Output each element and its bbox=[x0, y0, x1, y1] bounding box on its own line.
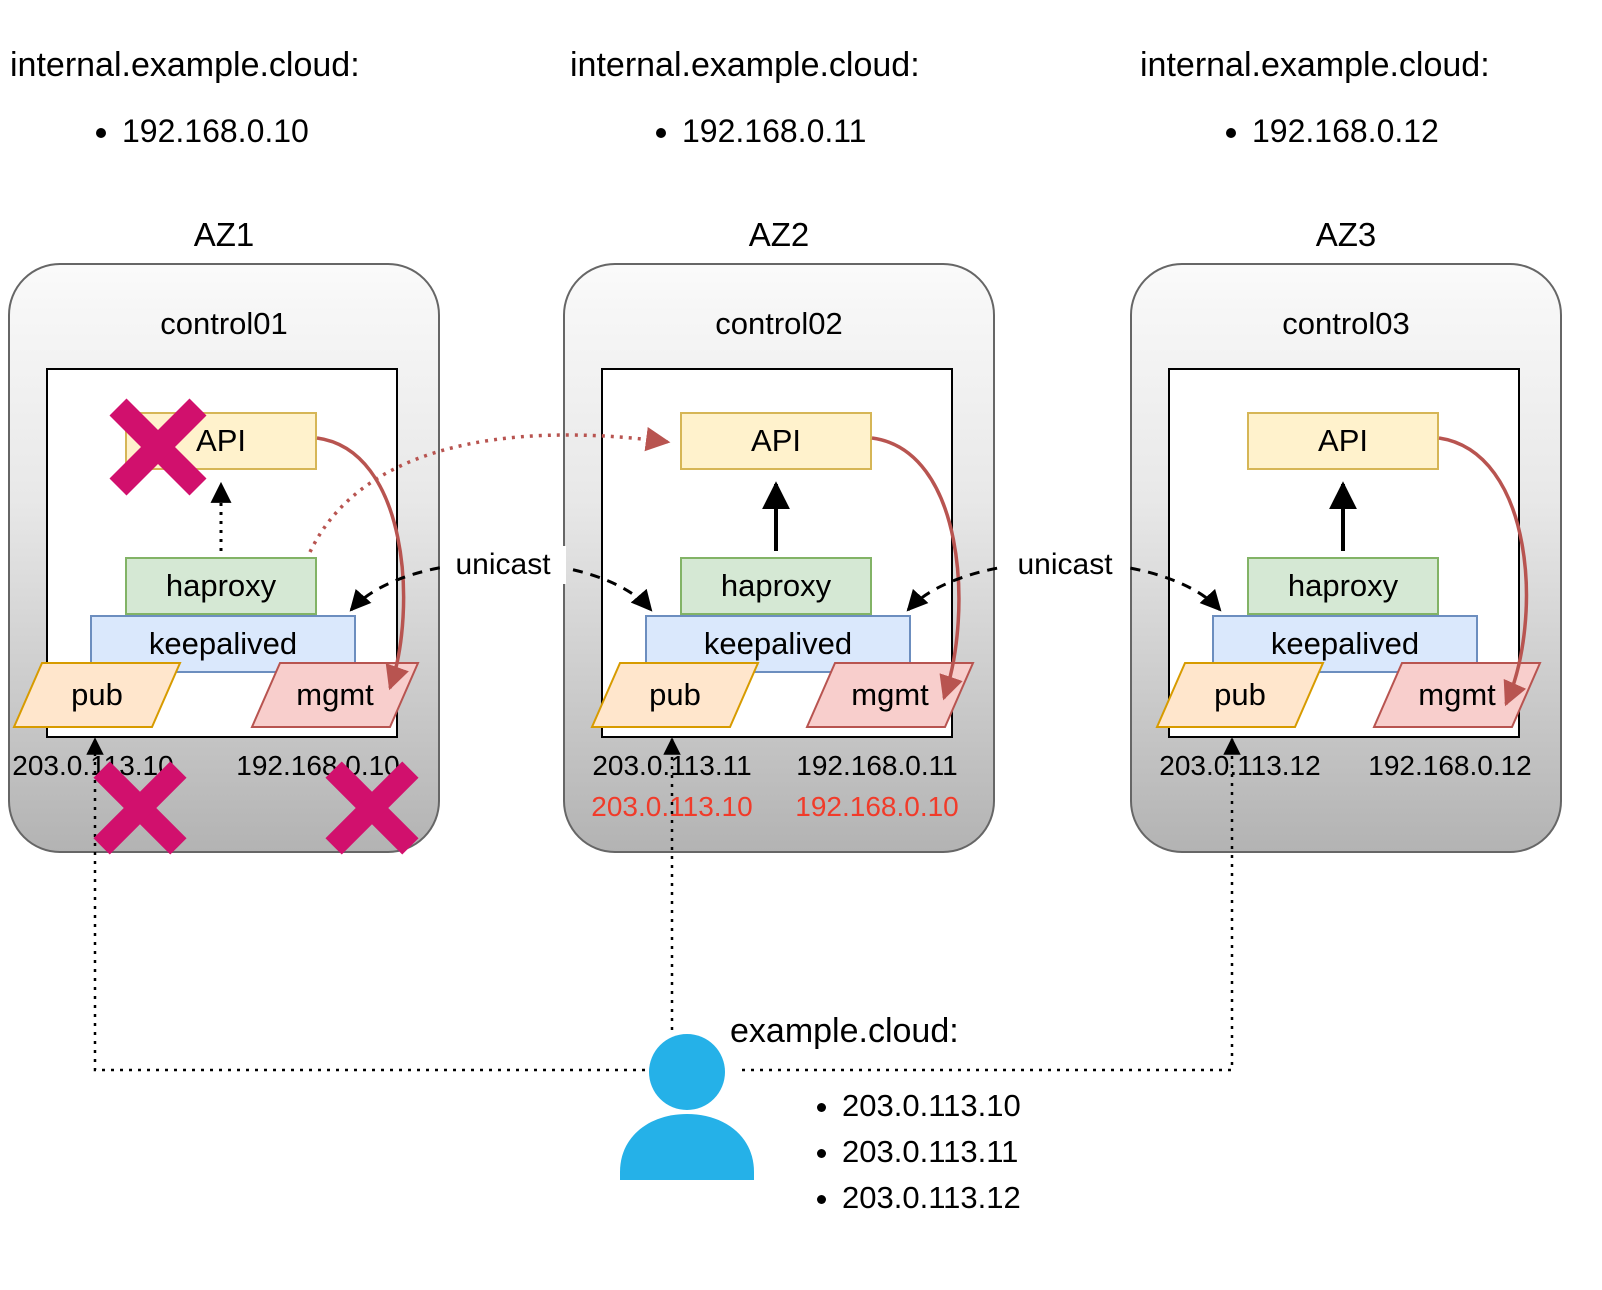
control03-title: control03 bbox=[1282, 306, 1410, 341]
pub-ip-az2: 203.0.113.11 bbox=[592, 750, 752, 781]
api-box-az3: API bbox=[1247, 412, 1439, 470]
mgmt-label: mgmt bbox=[851, 677, 929, 712]
control01-title: control01 bbox=[160, 306, 288, 341]
mgmt-interface-az2: mgmt bbox=[805, 661, 975, 729]
dns-internal-block-1: internal.example.cloud: 192.168.0.10 bbox=[10, 46, 500, 156]
pub-parallelogram-shape bbox=[12, 662, 182, 728]
pub-interface-az2: pub bbox=[590, 661, 760, 729]
mgmt-interface-az3: mgmt bbox=[1372, 661, 1542, 729]
dns-internal-block-3: internal.example.cloud: 192.168.0.12 bbox=[1140, 46, 1602, 156]
pub-interface-az3: pub bbox=[1155, 661, 1325, 729]
failure-x-mgmt-ip-az1 bbox=[325, 761, 419, 855]
pub-label: pub bbox=[649, 677, 701, 712]
pub-parallelogram-shape bbox=[1155, 662, 1325, 728]
haproxy-box-az3: haproxy bbox=[1247, 557, 1439, 615]
pub-parallelogram-shape bbox=[590, 662, 760, 728]
dns-internal-block-2: internal.example.cloud: 192.168.0.11 bbox=[570, 46, 1060, 156]
control02-title: control02 bbox=[715, 306, 843, 341]
dns-hostname: internal.example.cloud: bbox=[10, 46, 360, 84]
mgmt-label: mgmt bbox=[1418, 677, 1496, 712]
pub-label: pub bbox=[71, 677, 123, 712]
haproxy-box-az2: haproxy bbox=[680, 557, 872, 615]
failover-pub-ip-az2: 203.0.113.10 bbox=[591, 791, 753, 822]
client-ip-list: 203.0.113.10 203.0.113.11 203.0.113.12 bbox=[800, 1088, 1021, 1226]
failover-mgmt-ip-az2: 192.168.0.10 bbox=[795, 791, 959, 822]
user-icon bbox=[620, 1034, 754, 1180]
failure-x-api-az1 bbox=[109, 398, 207, 496]
mgmt-label: mgmt bbox=[296, 677, 374, 712]
az1-label: AZ1 bbox=[193, 216, 255, 253]
client-hostname: example.cloud: bbox=[730, 1012, 959, 1050]
client-ip: 203.0.113.12 bbox=[842, 1180, 1021, 1216]
pub-interface-az1: pub bbox=[12, 661, 182, 729]
mgmt-ip-az2: 192.168.0.11 bbox=[796, 750, 958, 781]
pub-label: pub bbox=[1214, 677, 1266, 712]
dns-hostname: internal.example.cloud: bbox=[570, 46, 920, 84]
dns-ip: 192.168.0.12 bbox=[1252, 113, 1602, 150]
dns-ip: 192.168.0.10 bbox=[122, 113, 500, 150]
unicast-label-1: unicast bbox=[440, 546, 566, 584]
unicast-label-2: unicast bbox=[1002, 546, 1128, 584]
az3-label: AZ3 bbox=[1315, 216, 1377, 253]
client-ip: 203.0.113.11 bbox=[842, 1134, 1021, 1170]
dns-hostname: internal.example.cloud: bbox=[1140, 46, 1490, 84]
mgmt-interface-az1: mgmt bbox=[250, 661, 420, 729]
api-box-az2: API bbox=[680, 412, 872, 470]
client-ip: 203.0.113.10 bbox=[842, 1088, 1021, 1124]
haproxy-box-az1: haproxy bbox=[125, 557, 317, 615]
failure-x-pub-ip-az1 bbox=[93, 761, 187, 855]
mgmt-ip-az3: 192.168.0.12 bbox=[1368, 750, 1532, 781]
dns-ip: 192.168.0.11 bbox=[682, 113, 1060, 150]
pub-ip-az3: 203.0.113.12 bbox=[1159, 750, 1321, 781]
az2-label: AZ2 bbox=[748, 216, 810, 253]
